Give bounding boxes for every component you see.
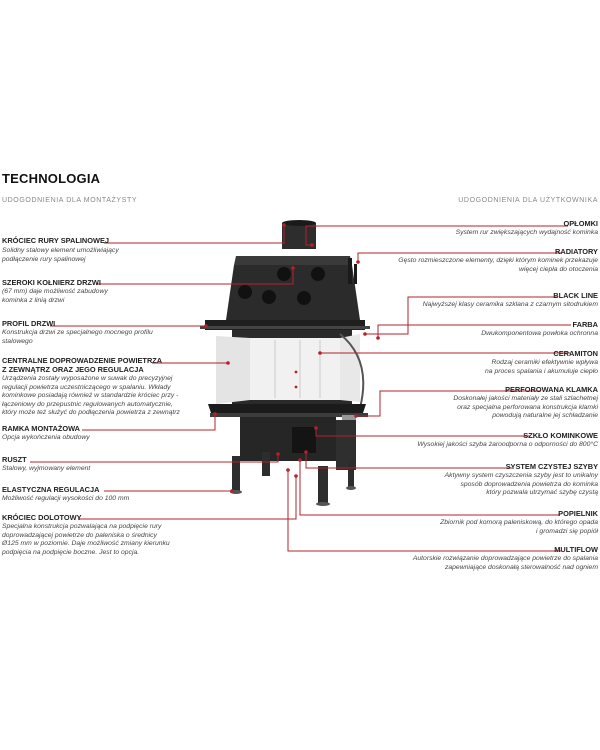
desc-ruszt: Stalowy, wyjmowany element [2,465,91,472]
label-radiatory: RADIATORY [555,247,598,256]
desc-system-czystej-szyby: Aktywny system czyszczenia szyby jest to… [444,472,598,497]
desc-szklo-kominkowe: Wysokiej jakości szyba żaroodporna o odp… [417,441,598,448]
glass-curve [339,333,365,409]
desc-krociec-dolotowy: Specjalna konstrukcja pozwalająca na pod… [2,523,170,556]
desc-multiflow: Autorskie rozwiązanie doprowadzające pow… [412,555,598,571]
hood-hole-1 [238,285,252,299]
leg [318,466,328,504]
radiator-fin [354,264,357,284]
hood-body [226,265,360,320]
desc-oplomki: System rur zwiększających wydajność komi… [455,229,598,236]
ash-pan [292,427,316,453]
label-perforowana-klamka: PERFOROWANA KLAMKA [505,385,598,394]
desc-perforowana-klamka: Doskonałej jakości materiały ze stali sz… [453,395,598,420]
top-frame [205,320,365,330]
label-farba: FARBA [572,320,598,329]
desc-ramka-montazowa: Opcja wykończenia obudowy [2,434,90,441]
label-ceramiton: CERAMITON [553,349,598,358]
desc-profil-drzwi: Konstrukcja drzwi ze specjalnego mocnego… [2,329,153,345]
flue-pipe-top [282,220,316,226]
label-oplomki: OPŁOMKI [563,219,599,228]
door-handle [342,415,356,421]
desc-black-line: Najwyższej klasy ceramika szklana z czar… [422,301,598,308]
hood-top [234,256,352,265]
hood-hole-3 [311,267,325,281]
desc-centralne-doprowadzenie: Urządzenia zostały wyposażone w suwak do… [2,375,180,417]
hood-hole-4 [262,290,276,304]
leg [262,452,270,476]
leg [348,460,354,488]
label-szeroki-kolnierz: SZEROKI KOŁNIERZ DRZWI [2,278,101,287]
label-profil-drzwi: PROFIL DRZWI [2,319,56,328]
desc-radiatory: Gęsto rozmieszczone elementy, dzięki któ… [398,257,598,273]
desc-popielnik: Zbiornik pod komorą paleniskową, do któr… [440,519,598,535]
label-krociec-rury: KRÓCIEC RURY SPALINOWEJ [2,236,110,245]
ceramic-side [216,336,250,404]
label-centralne-doprowadzenie: CENTRALNE DOPROWADZENIE POWIETRZA [2,356,163,365]
top-frame-edge [200,326,370,329]
hood-hole-2 [277,267,291,281]
label-system-czystej-szyby: SYSTEM CZYSTEJ SZYBY [505,462,598,471]
desc-elastyczna-regulacja: Możliwość regulacji wysokości do 100 mm [2,495,130,502]
lower-body [240,417,336,461]
label-centralne-doprowadzenie-2: Z ZEWNĄTRZ ORAZ JEGO REGULACJA [2,365,144,374]
side-body [336,420,356,470]
label-ramka-montazowa: RAMKA MONTAŻOWA [2,424,80,433]
leg [232,456,240,492]
label-black-line: BLACK LINE [553,291,598,300]
subhead-installer: UDOGODNIENIA DLA MONTAŻYSTY [2,197,138,204]
ceramic-back [250,338,340,400]
label-elastyczna-regulacja: ELASTYCZNA REGULACJA [2,485,100,494]
hood-hole-5 [297,291,311,305]
desc-farba: Dwukomponentowa powłoka ochronna [481,330,598,337]
label-szklo-kominkowe: SZKŁO KOMINKOWE [523,431,598,440]
radiator-fin [348,258,352,284]
label-multiflow: MULTIFLOW [554,545,598,554]
label-popielnik: POPIELNIK [558,509,598,518]
page-title: TECHNOLOGIA [2,171,101,186]
subhead-user: UDOGODNIENIA DLA UŻYTKOWNIKA [458,197,598,204]
label-krociec-dolotowy: KRÓCIEC DOLOTOWY [2,513,82,522]
label-ruszt: RUSZT [2,455,27,464]
